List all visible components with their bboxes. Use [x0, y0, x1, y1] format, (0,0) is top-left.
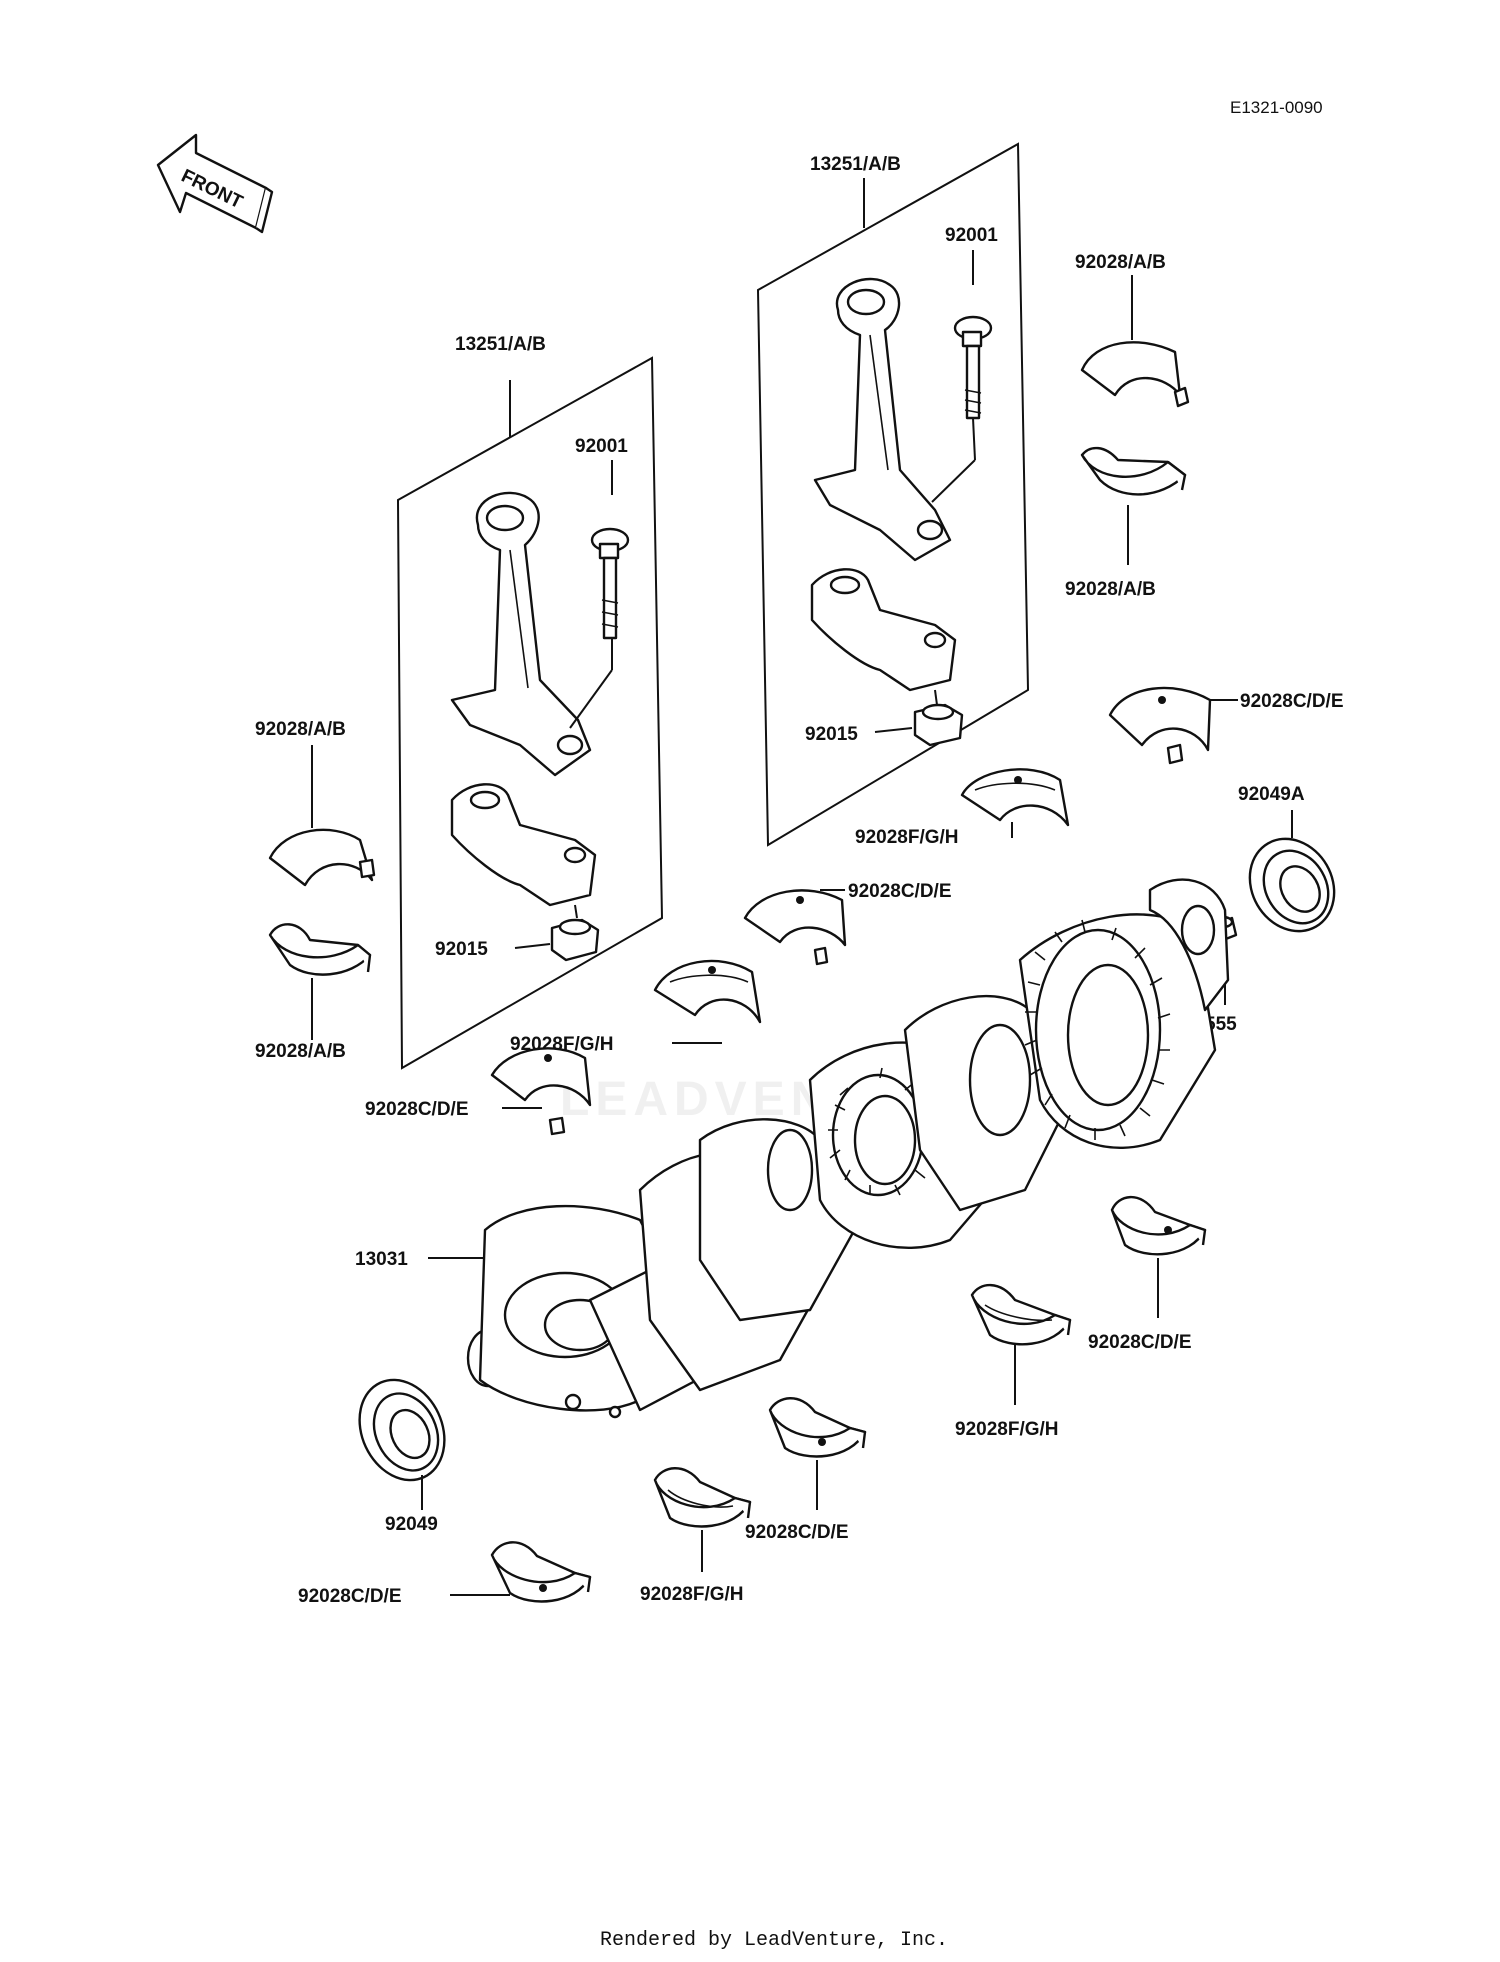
- label-nut-left: 92015: [435, 939, 488, 960]
- bearing-shell-fgh-mid-icon: [653, 959, 762, 1024]
- connecting-rod-right-icon: [813, 277, 952, 562]
- label-bearing-cde-bottom-left: 92028C/D/E: [298, 1586, 402, 1607]
- bearing-shell-ab-mid-right-icon: [1080, 446, 1187, 496]
- label-seal-left: 92049: [385, 1514, 438, 1535]
- label-pin: 555: [1205, 1014, 1237, 1035]
- nut-left-icon: [550, 918, 600, 962]
- bearing-shell-cde-bottom-mid-icon: [768, 1397, 867, 1458]
- label-bearing-ab-left-lower: 92028/A/B: [255, 1041, 346, 1062]
- bearing-shell-cde-right-lower-icon: [1110, 1195, 1207, 1256]
- label-bearing-ab-mid-right: 92028/A/B: [1065, 579, 1156, 600]
- timing-gear-large-icon: [1024, 919, 1171, 1140]
- bearing-shell-fgh-upper-mid-icon: [960, 768, 1070, 827]
- label-bearing-fgh-upper-mid: 92028F/G/H: [855, 827, 959, 848]
- label-bearing-cde-bottom-mid: 92028C/D/E: [745, 1522, 849, 1543]
- label-nut-right: 92015: [805, 724, 858, 745]
- bearing-shell-cde-left-mid-icon: [490, 1047, 592, 1136]
- label-bearing-fgh-bottom-mid: 92028F/G/H: [640, 1584, 744, 1605]
- label-bearing-cde-mid-upper: 92028C/D/E: [848, 881, 952, 902]
- label-seal-right: 92049A: [1238, 784, 1305, 805]
- label-bearing-ab-left-upper: 92028/A/B: [255, 719, 346, 740]
- label-bearing-cde-right-upper: 92028C/D/E: [1240, 691, 1344, 712]
- bearing-shell-ab-left-upper-icon: [268, 828, 376, 887]
- label-bearing-ab-top-right: 92028/A/B: [1075, 252, 1166, 273]
- conrod-cap-left-icon: [450, 783, 597, 907]
- bolt-right-icon: [953, 315, 993, 420]
- bearing-shell-ab-left-lower-icon: [268, 923, 372, 976]
- bearing-shell-cde-right-upper-icon: [1108, 686, 1212, 765]
- label-bearing-fgh-right-lower: 92028F/G/H: [955, 1419, 1059, 1440]
- conrod-assembly-left: 13251/A/B 92001: [396, 334, 664, 1070]
- conrod-assembly-right: 13251/A/B 92001: [756, 142, 1030, 847]
- label-bearing-cde-right-lower: 92028C/D/E: [1088, 1332, 1192, 1353]
- bolt-left-icon: [590, 527, 630, 640]
- bearing-shell-ab-top-right-icon: [1080, 341, 1190, 408]
- label-conrod-right: 13251/A/B: [810, 154, 901, 175]
- bearing-shell-cde-mid-upper-icon: [743, 889, 847, 966]
- label-bolt-left: 92001: [575, 436, 628, 457]
- nut-right-icon: [913, 703, 964, 747]
- oil-seal-left-icon: [358, 1378, 446, 1482]
- connecting-rod-left-icon: [450, 491, 592, 777]
- diagram-code: E1321-0090: [1230, 98, 1323, 117]
- bearing-shell-fgh-right-lower-icon: [970, 1283, 1072, 1346]
- crankshaft-icon: [466, 878, 1230, 1419]
- bearing-shell-cde-bottom-left-icon: [490, 1541, 592, 1603]
- label-conrod-left: 13251/A/B: [455, 334, 546, 355]
- label-bolt-right: 92001: [945, 225, 998, 246]
- label-crankshaft: 13031: [355, 1249, 408, 1270]
- timing-gear-small-icon: [828, 1067, 933, 1197]
- bearing-shell-fgh-bottom-mid-icon: [653, 1467, 752, 1528]
- oil-seal-right-icon: [1248, 837, 1336, 933]
- footer-credit: Rendered by LeadVenture, Inc.: [600, 1929, 948, 1952]
- label-bearing-cde-left-mid: 92028C/D/E: [365, 1099, 469, 1120]
- front-arrow-icon: FRONT: [156, 133, 274, 234]
- conrod-cap-right-icon: [810, 568, 957, 692]
